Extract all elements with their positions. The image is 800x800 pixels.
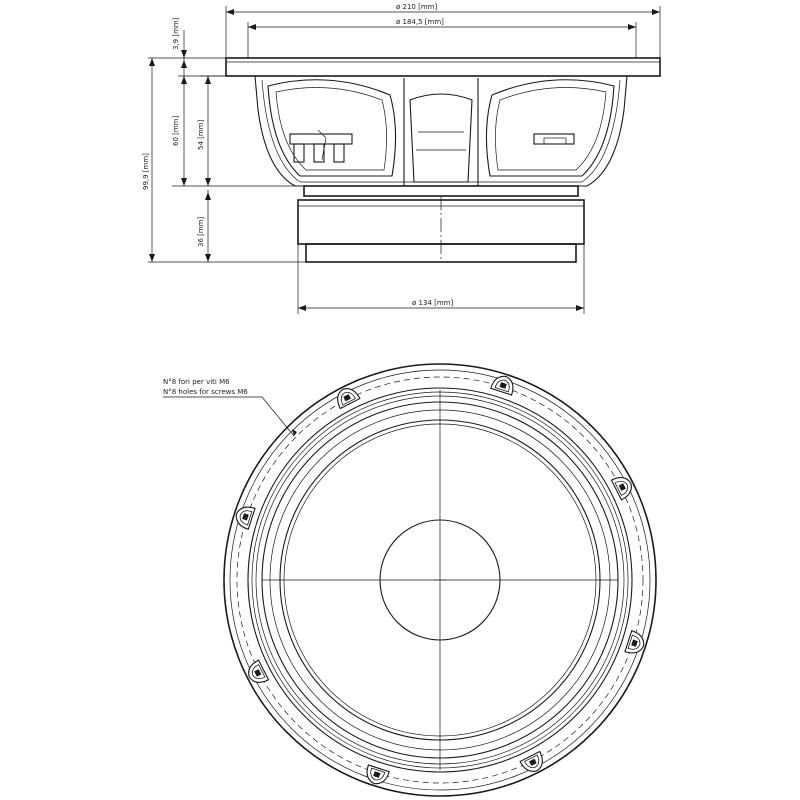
magnet-diameter-label: ø 134 [mm]	[412, 299, 453, 307]
basket-height-label: 60 [mm]	[172, 115, 180, 146]
mounting-hole	[490, 375, 514, 396]
basket-window-right	[485, 79, 615, 177]
basket-frame	[254, 75, 628, 187]
inner-diameter-label: ø 184,5 [mm]	[396, 18, 444, 26]
mounting-holes	[235, 375, 645, 785]
holes-leader-line	[163, 396, 295, 437]
mounting-hole	[248, 659, 270, 683]
dimension-inner-diameter: ø 184,5 [mm]	[247, 18, 637, 58]
magnet-height-label: 36 [mm]	[197, 216, 205, 247]
dimension-outer-diameter: ø 210 [mm]	[225, 3, 661, 58]
bolt-circle	[236, 376, 644, 784]
terminal-left	[289, 129, 353, 163]
holes-note-english: N°8 holes for screws M6	[163, 388, 248, 396]
flange	[225, 57, 661, 77]
total-depth-label: 99,9 [mm]	[142, 153, 150, 190]
mounting-hole	[610, 477, 632, 501]
mounting-hole	[235, 506, 256, 530]
mounting-hole	[624, 630, 645, 654]
dimension-magnet-height: 36 [mm]	[197, 190, 306, 263]
basket-window-left	[267, 79, 397, 177]
dimension-basket-height: 60 [mm]	[148, 57, 300, 187]
top-plate	[303, 185, 579, 197]
front-view	[223, 363, 657, 797]
side-view	[225, 57, 661, 263]
basket-center-posts	[403, 78, 479, 186]
outer-diameter-label: ø 210 [mm]	[396, 3, 437, 11]
dimension-magnet-diameter: ø 134 [mm]	[297, 244, 585, 314]
mounting-hole	[337, 388, 361, 410]
holes-note: N°8 fori per viti M6 N°8 holes for screw…	[163, 378, 297, 437]
dimension-frame-depth: 54 [mm]	[197, 75, 258, 186]
outer-rim	[223, 363, 657, 797]
terminal-right	[533, 133, 575, 145]
dimension-total-depth: 99,9 [mm]	[142, 58, 200, 263]
flange-thickness-label: 3,9 [mm]	[172, 17, 180, 50]
frame-depth-label: 54 [mm]	[197, 119, 205, 150]
mounting-hole	[366, 764, 390, 785]
mounting-hole	[519, 750, 543, 772]
holes-note-italian: N°8 fori per viti M6	[163, 378, 230, 386]
gasket-inner	[247, 387, 633, 773]
voice-coil-cover	[409, 93, 473, 183]
